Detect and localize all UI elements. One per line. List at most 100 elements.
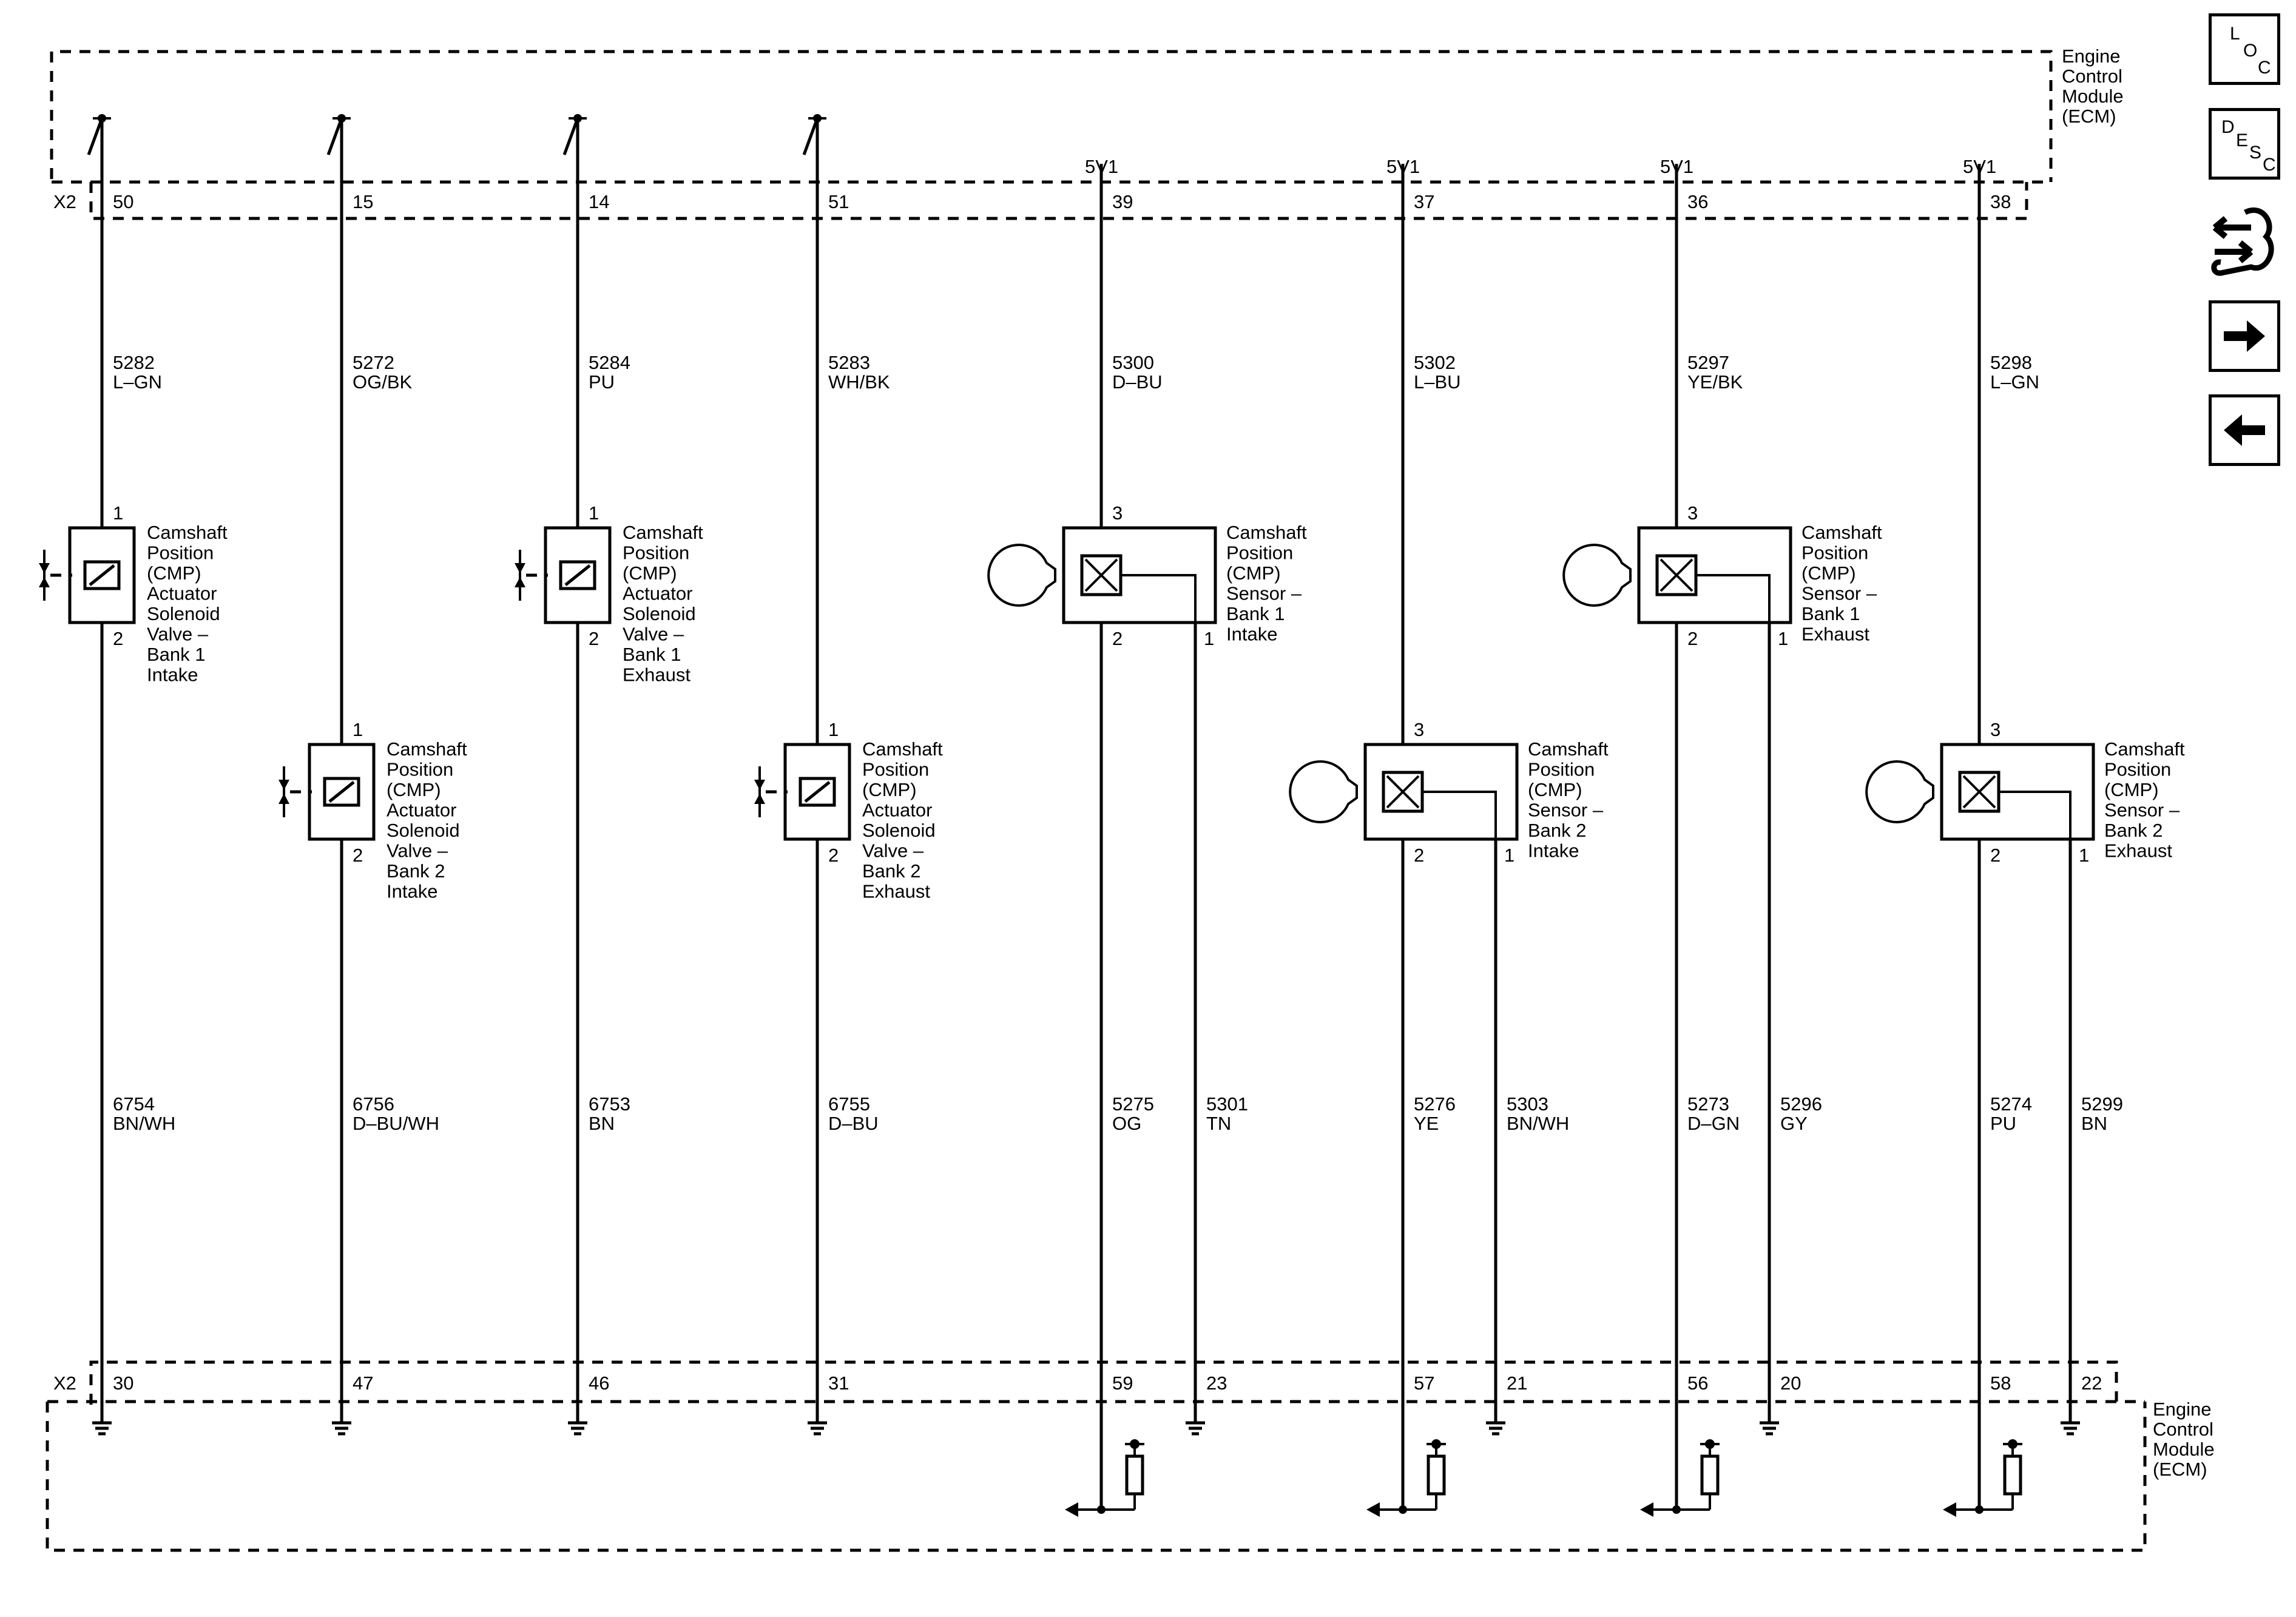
pullup-resistor-icon [1065,1439,1144,1517]
connector-end-view-icon[interactable] [2209,200,2280,285]
component-label: (CMP) [623,562,677,584]
pin-label: 37 [1414,191,1434,212]
ecm-bottom-boundary [46,1360,2147,1552]
svg-text:(ECM): (ECM) [2062,106,2116,127]
component-pin-label: 1 [1204,628,1214,649]
circuit-number: 5296 [1780,1093,1822,1115]
component-pin-label: 1 [828,719,839,740]
wire-color: L–BU [1414,371,1461,393]
component-label: Position [147,542,214,564]
component-pin-label: 1 [353,719,363,740]
circuit-number: 6755 [828,1093,870,1115]
wire-color: PU [589,371,615,393]
ecm-top-boundary [50,50,2053,220]
wire-color: OG/BK [353,371,413,393]
supply-label: 5V1 [1085,156,1118,177]
wire-color: D–BU [828,1113,879,1134]
component-label: Exhaust [862,881,930,902]
component-label: Sensor – [1226,583,1302,604]
pin-label: 51 [828,191,849,212]
circuit-number: 5274 [1990,1093,2032,1115]
component-label: Bank 2 [862,860,921,882]
reluctor-wheel-icon [1865,760,1934,823]
circuit-number: 5284 [589,352,630,373]
wire-color: GY [1780,1113,1808,1134]
component-label: Actuator [862,800,932,821]
wire-color: L–GN [1990,371,2039,393]
component-label: Position [1528,759,1595,780]
component-label: Solenoid [147,603,220,624]
component-pin-label: 1 [589,502,599,524]
component-label: Intake [387,881,437,902]
circuit-number: 5273 [1687,1093,1729,1115]
component-pin-label: 2 [1112,628,1123,649]
component-label: Camshaft [2104,738,2185,760]
ground-icon [1186,1417,1205,1436]
description-button[interactable]: D E S C [2209,108,2280,180]
connector-label-top: X2 [53,191,76,212]
pin-label: 15 [353,191,373,212]
component-label: Solenoid [387,820,460,841]
component-label: Intake [1528,840,1579,862]
reluctor-wheel-icon [1562,544,1632,607]
location-button[interactable]: L O C [2209,13,2280,85]
circuit-number: 5300 [1112,352,1154,373]
previous-page-arrow-icon [2224,414,2265,446]
component-pin-label: 2 [828,845,839,866]
wire-color: YE [1414,1113,1439,1134]
ground-icon [808,1417,827,1436]
pin-label: 38 [1990,191,2011,212]
pin-label: 57 [1414,1372,1434,1394]
ground-icon [2061,1417,2080,1436]
component-label: Bank 2 [387,860,445,882]
circuit-number: 5276 [1414,1093,1456,1115]
component-label: Bank 1 [1801,603,1860,624]
component-label: Bank 1 [1226,603,1285,624]
wire-color: D–BU/WH [353,1113,439,1134]
wire-color: TN [1206,1113,1231,1134]
circuit-number: 5303 [1507,1093,1548,1115]
ground-icon [1486,1417,1505,1436]
wire-color: D–GN [1687,1113,1740,1134]
previous-page-button[interactable] [2209,394,2280,466]
component-label: Position [387,759,453,780]
component-label: Sensor – [1528,800,1604,821]
component-pin-label: 3 [1112,502,1123,524]
svg-text:Control: Control [2062,66,2122,87]
component-label: Intake [147,664,198,686]
valve-actuator-icon [39,550,72,601]
component-label: (CMP) [147,562,201,584]
circuit-number: 5275 [1112,1093,1154,1115]
valve-actuator-icon [279,766,312,817]
ecm-driver-switch-icon [326,114,351,155]
circuit-number: 5283 [828,352,870,373]
component-label: (CMP) [2104,779,2159,800]
component-label: Bank 1 [623,644,681,665]
component-label: Camshaft [1801,522,1882,543]
wire-color: WH/BK [828,371,890,393]
svg-text:(ECM): (ECM) [2153,1459,2207,1480]
component-label: Position [2104,759,2171,780]
valve-actuator-icon [754,766,788,817]
ecm-driver-switch-icon [562,114,587,155]
circuit-number: 5298 [1990,352,2032,373]
component-label: Valve – [623,624,684,645]
wire-color: OG [1112,1113,1141,1134]
pullup-resistor-icon [1640,1439,1720,1517]
component-pin-label: 1 [1504,845,1514,866]
circuit-number: 5272 [353,352,394,373]
component-label: Solenoid [862,820,936,841]
svg-text:Module: Module [2062,86,2124,107]
pin-label: 56 [1687,1372,1708,1394]
component-label: (CMP) [862,779,917,800]
component-label: Valve – [147,624,209,645]
component-label: Camshaft [387,738,467,760]
circuit-number: 5299 [2081,1093,2123,1115]
component-pin-label: 1 [2079,845,2089,866]
next-page-button[interactable] [2209,300,2280,372]
pin-label: 31 [828,1372,849,1394]
pin-label: 46 [589,1372,609,1394]
ecm-driver-switch-icon [87,114,111,155]
supply-label: 5V1 [1386,156,1420,177]
